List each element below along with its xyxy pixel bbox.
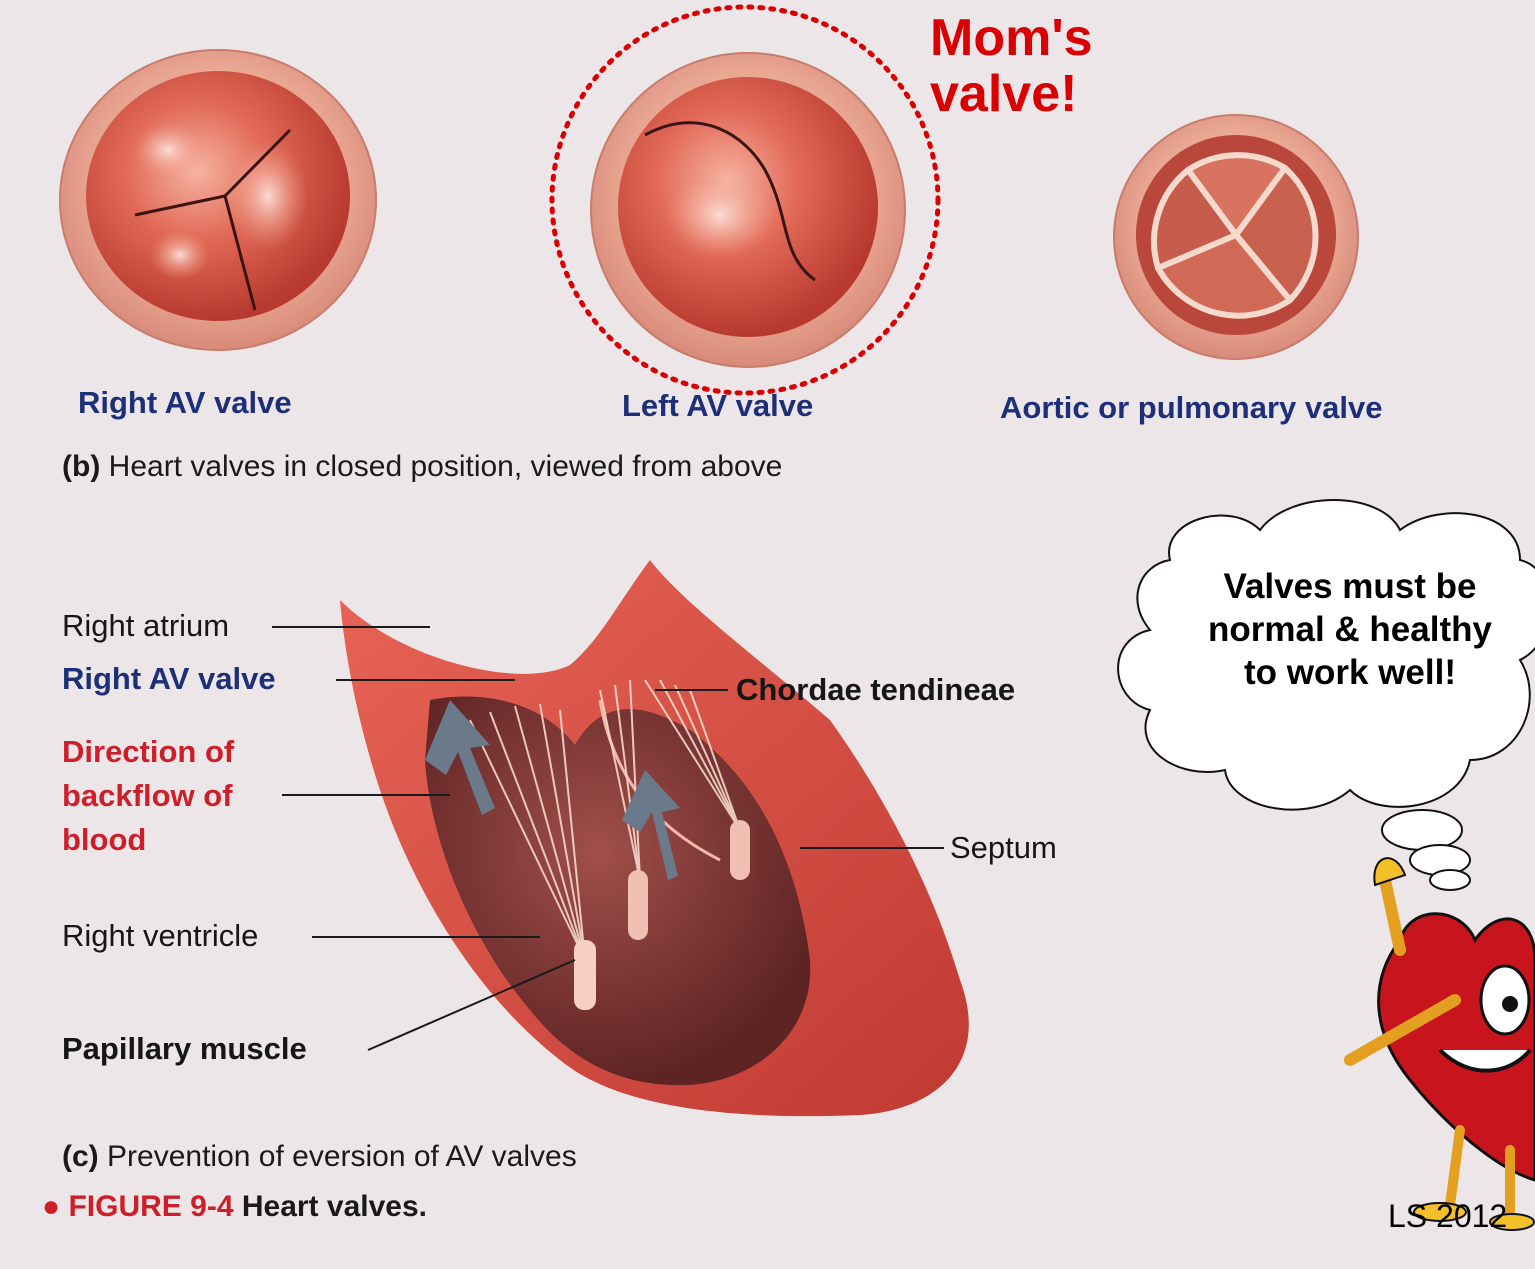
backflow-label: Direction of backflow of blood bbox=[62, 730, 234, 862]
backflow-label-line1: Direction of bbox=[62, 730, 234, 774]
right-av-valve-label: Right AV valve bbox=[78, 385, 292, 421]
heart-mascot bbox=[1350, 858, 1535, 1230]
figure-label: ● FIGURE 9-4 Heart valves. bbox=[42, 1190, 427, 1224]
heart-cross-section bbox=[340, 560, 969, 1116]
thought-bubble bbox=[1118, 500, 1535, 890]
right-ventricle-label: Right ventricle bbox=[62, 918, 258, 954]
figure-bullet: ● bbox=[42, 1190, 60, 1223]
left-av-valve-illustration bbox=[591, 53, 905, 367]
right-atrium-label: Right atrium bbox=[62, 608, 229, 644]
panel-b-tag: (b) bbox=[62, 450, 100, 483]
septum-label: Septum bbox=[950, 830, 1057, 866]
panel-c-caption-text: Prevention of eversion of AV valves bbox=[107, 1140, 577, 1173]
left-av-valve-label: Left AV valve bbox=[622, 388, 813, 424]
semilunar-valve-label: Aortic or pulmonary valve bbox=[1000, 390, 1382, 426]
right-av-valve-illustration bbox=[60, 50, 376, 350]
annotation-note-line1: Mom's bbox=[930, 10, 1093, 66]
panel-c-caption: (c) Prevention of eversion of AV valves bbox=[62, 1140, 577, 1174]
papillary-muscle-label: Papillary muscle bbox=[62, 1031, 307, 1067]
annotation-note-line2: valve! bbox=[930, 66, 1093, 122]
panel-b-caption-text: Heart valves in closed position, viewed … bbox=[109, 450, 783, 483]
panel-b-caption: (b) Heart valves in closed position, vie… bbox=[62, 450, 782, 484]
figure-title: Heart valves. bbox=[242, 1190, 427, 1223]
chordae-tendineae-label: Chordae tendineae bbox=[736, 672, 1015, 708]
semilunar-valve-illustration bbox=[1114, 115, 1358, 359]
annotation-note: Mom's valve! bbox=[930, 10, 1093, 122]
backflow-label-line3: blood bbox=[62, 818, 234, 862]
figure-number: FIGURE 9-4 bbox=[68, 1190, 233, 1223]
panel-c-tag: (c) bbox=[62, 1140, 99, 1173]
credit-text: LS 2012 bbox=[1388, 1198, 1507, 1235]
right-av-valve-callout: Right AV valve bbox=[62, 661, 276, 697]
thought-bubble-text: Valves must be normal & healthy to work … bbox=[1200, 565, 1500, 694]
backflow-label-line2: backflow of bbox=[62, 774, 234, 818]
